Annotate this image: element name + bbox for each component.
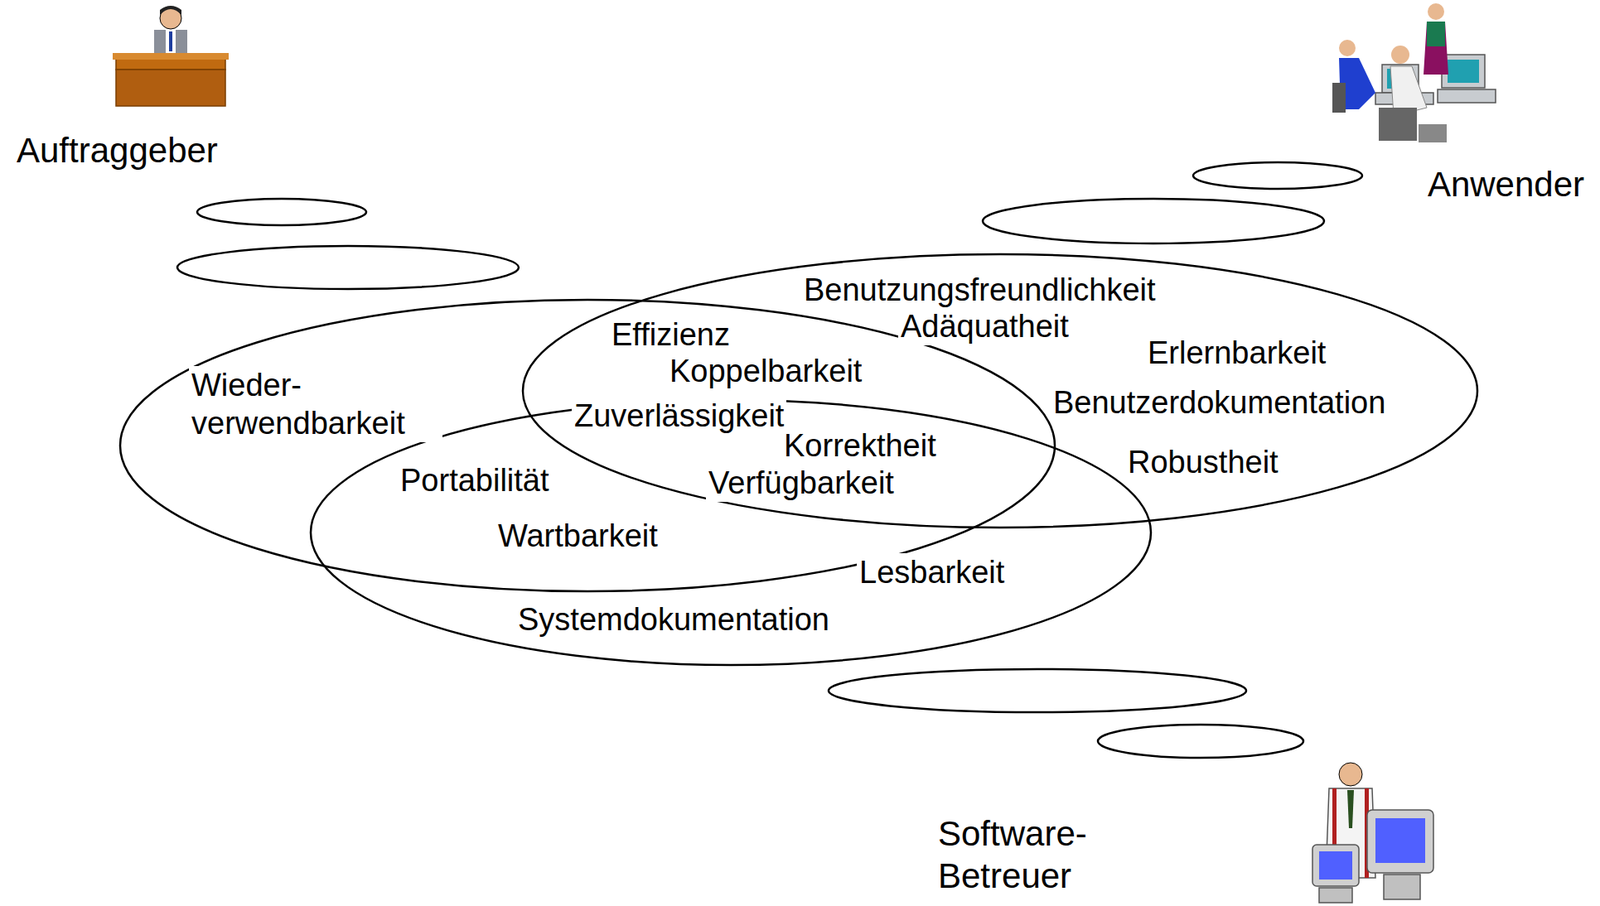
maintainer-icon (1312, 763, 1434, 904)
quality-attribute: Korrektheit (781, 426, 939, 465)
users-icon (1332, 3, 1496, 143)
stakeholder-name: Software- Betreuer (935, 812, 1148, 898)
quality-attribute: Robustheit (1125, 443, 1281, 482)
client-icon (112, 5, 229, 107)
quality-attribute: Benutzerdokumentation (1050, 383, 1388, 422)
quality-attribute: Verfügbarkeit (705, 464, 897, 503)
quality-attribute: Benutzungsfreundlichkeit (801, 270, 1159, 310)
thought-bubble (1097, 725, 1304, 759)
quality-attribute: Adäquatheit (898, 307, 1072, 346)
stakeholder-name: Auftraggeber (14, 129, 221, 172)
quality-attribute: Erlernbarkeit (1145, 333, 1329, 373)
quality-attribute: Zuverlässigkeit (571, 396, 787, 436)
quality-attribute: Lesbarkeit (856, 553, 1007, 592)
thought-bubble (828, 669, 1247, 713)
quality-attribute: Portabilität (397, 461, 552, 500)
quality-attribute: Wieder- verwendbarkeit (188, 366, 443, 444)
stakeholder-name: Anwender (1425, 163, 1587, 206)
quality-attribute: Systemdokumentation (515, 600, 832, 639)
quality-attribute: Wartbarkeit (495, 517, 661, 556)
thought-bubble (1193, 162, 1363, 189)
thought-bubble (177, 246, 519, 290)
user-region (522, 254, 1478, 528)
thought-bubble (982, 198, 1325, 244)
quality-attribute: Koppelbarkeit (667, 352, 865, 391)
thought-bubble (197, 198, 367, 226)
quality-attribute: Effizienz (609, 315, 733, 354)
